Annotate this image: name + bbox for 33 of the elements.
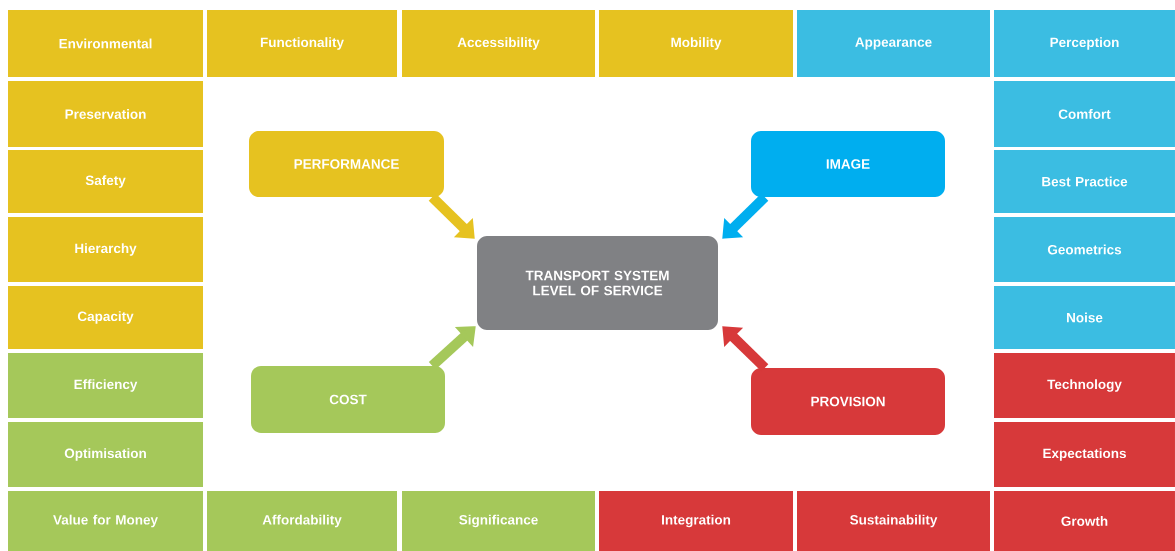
keyword-tile: Noise: [994, 286, 1175, 349]
arrow: [428, 326, 476, 370]
keyword-tile: Perception: [994, 10, 1175, 77]
keyword-tile: Accessibility: [402, 10, 595, 77]
keyword-tile: Value for Money: [8, 491, 203, 551]
arrow: [722, 326, 769, 372]
category-box: PERFORMANCE: [249, 131, 444, 197]
keyword-tile: Preservation: [8, 81, 203, 147]
arrow: [428, 193, 475, 239]
central-box: TRANSPORT SYSTEM LEVEL OF SERVICE: [477, 236, 718, 330]
keyword-tile: Environmental: [8, 10, 203, 77]
keyword-tile: Affordability: [207, 491, 397, 551]
category-box: COST: [251, 366, 445, 433]
keyword-tile: Best Practice: [994, 150, 1175, 213]
keyword-tile: Appearance: [797, 10, 990, 77]
keyword-tile: Technology: [994, 353, 1175, 418]
keyword-tile: Sustainability: [797, 491, 990, 551]
keyword-tile: Optimisation: [8, 422, 203, 487]
keyword-tile: Growth: [994, 491, 1175, 551]
keyword-tile: Geometrics: [994, 217, 1175, 282]
category-box: PROVISION: [751, 368, 945, 435]
keyword-tile: Integration: [599, 491, 793, 551]
keyword-tile: Mobility: [599, 10, 793, 77]
keyword-tile: Expectations: [994, 422, 1175, 487]
arrow: [722, 193, 769, 239]
keyword-tile: Capacity: [8, 286, 203, 349]
keyword-tile: Hierarchy: [8, 217, 203, 282]
category-box: IMAGE: [751, 131, 945, 197]
keyword-tile: Comfort: [994, 81, 1175, 147]
keyword-tile: Significance: [402, 491, 595, 551]
keyword-tile: Functionality: [207, 10, 397, 77]
keyword-tile: Efficiency: [8, 353, 203, 418]
keyword-tile: Safety: [8, 150, 203, 213]
